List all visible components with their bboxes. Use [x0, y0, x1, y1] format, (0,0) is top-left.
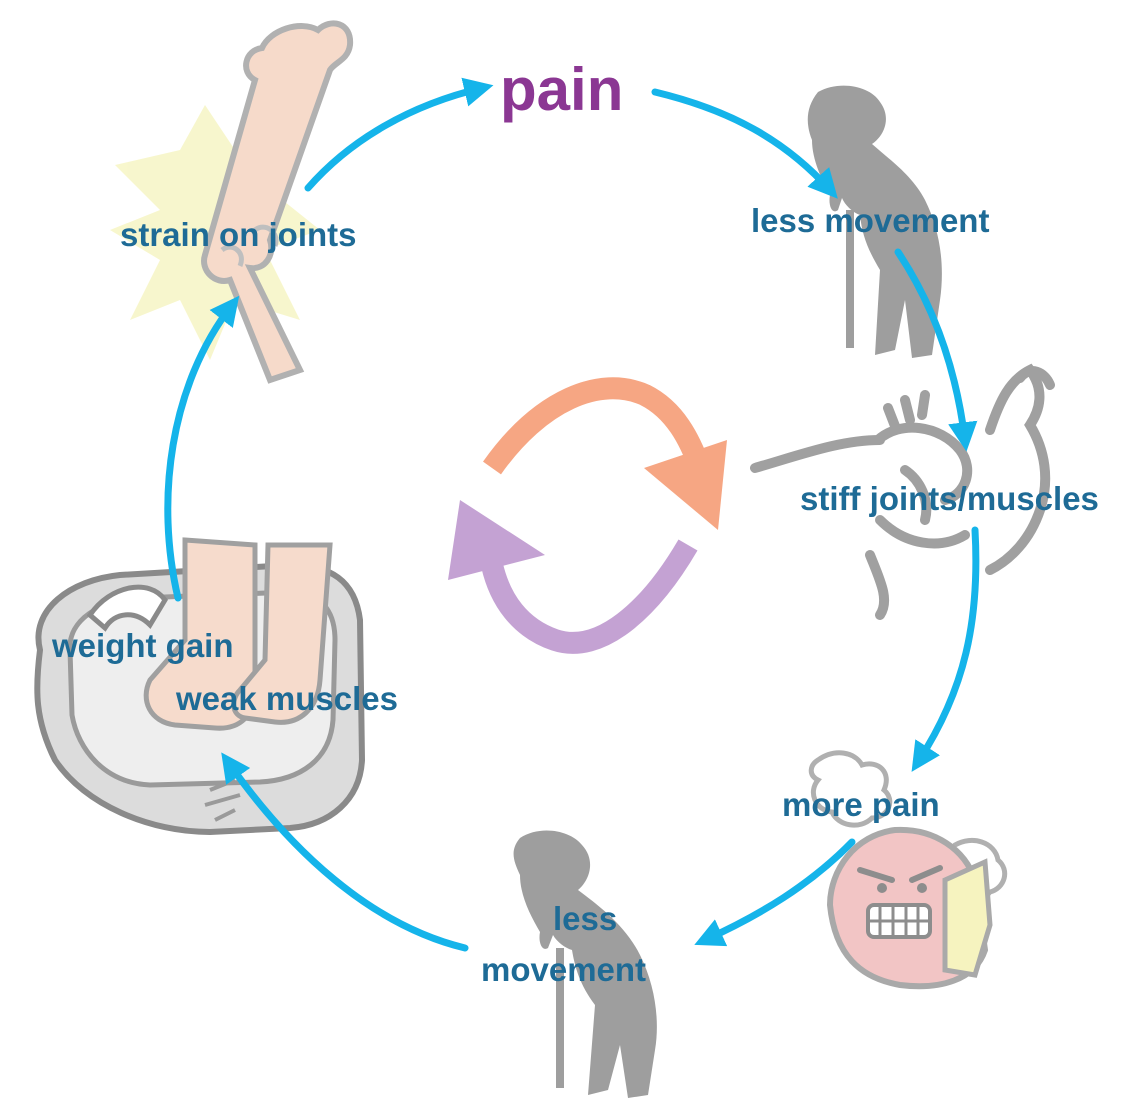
- stage-label-less-movement-top: less movement: [751, 204, 989, 237]
- stage-label-weak-muscles: weak muscles: [176, 682, 398, 715]
- loop-orange-arrow: [492, 388, 700, 468]
- stage-label-less-movement-bottom-1: less: [553, 902, 617, 935]
- stage-label-strain-on-joints: strain on joints: [120, 218, 357, 251]
- arrow-pain-to-less-movement: [655, 92, 830, 190]
- arrow-stiff-to-more-pain: [918, 530, 976, 762]
- center-loop-icon: [448, 388, 727, 643]
- stage-label-less-movement-bottom-2: movement: [481, 953, 646, 986]
- stage-label-more-pain: more pain: [782, 788, 940, 821]
- stage-label-weight-gain: weight gain: [52, 629, 234, 662]
- center-title: pain: [500, 60, 623, 120]
- strained-bone-icon: [110, 23, 350, 380]
- stage-label-stiff-joints: stiff joints/muscles: [800, 482, 1099, 515]
- arrow-strain-to-pain: [308, 88, 482, 188]
